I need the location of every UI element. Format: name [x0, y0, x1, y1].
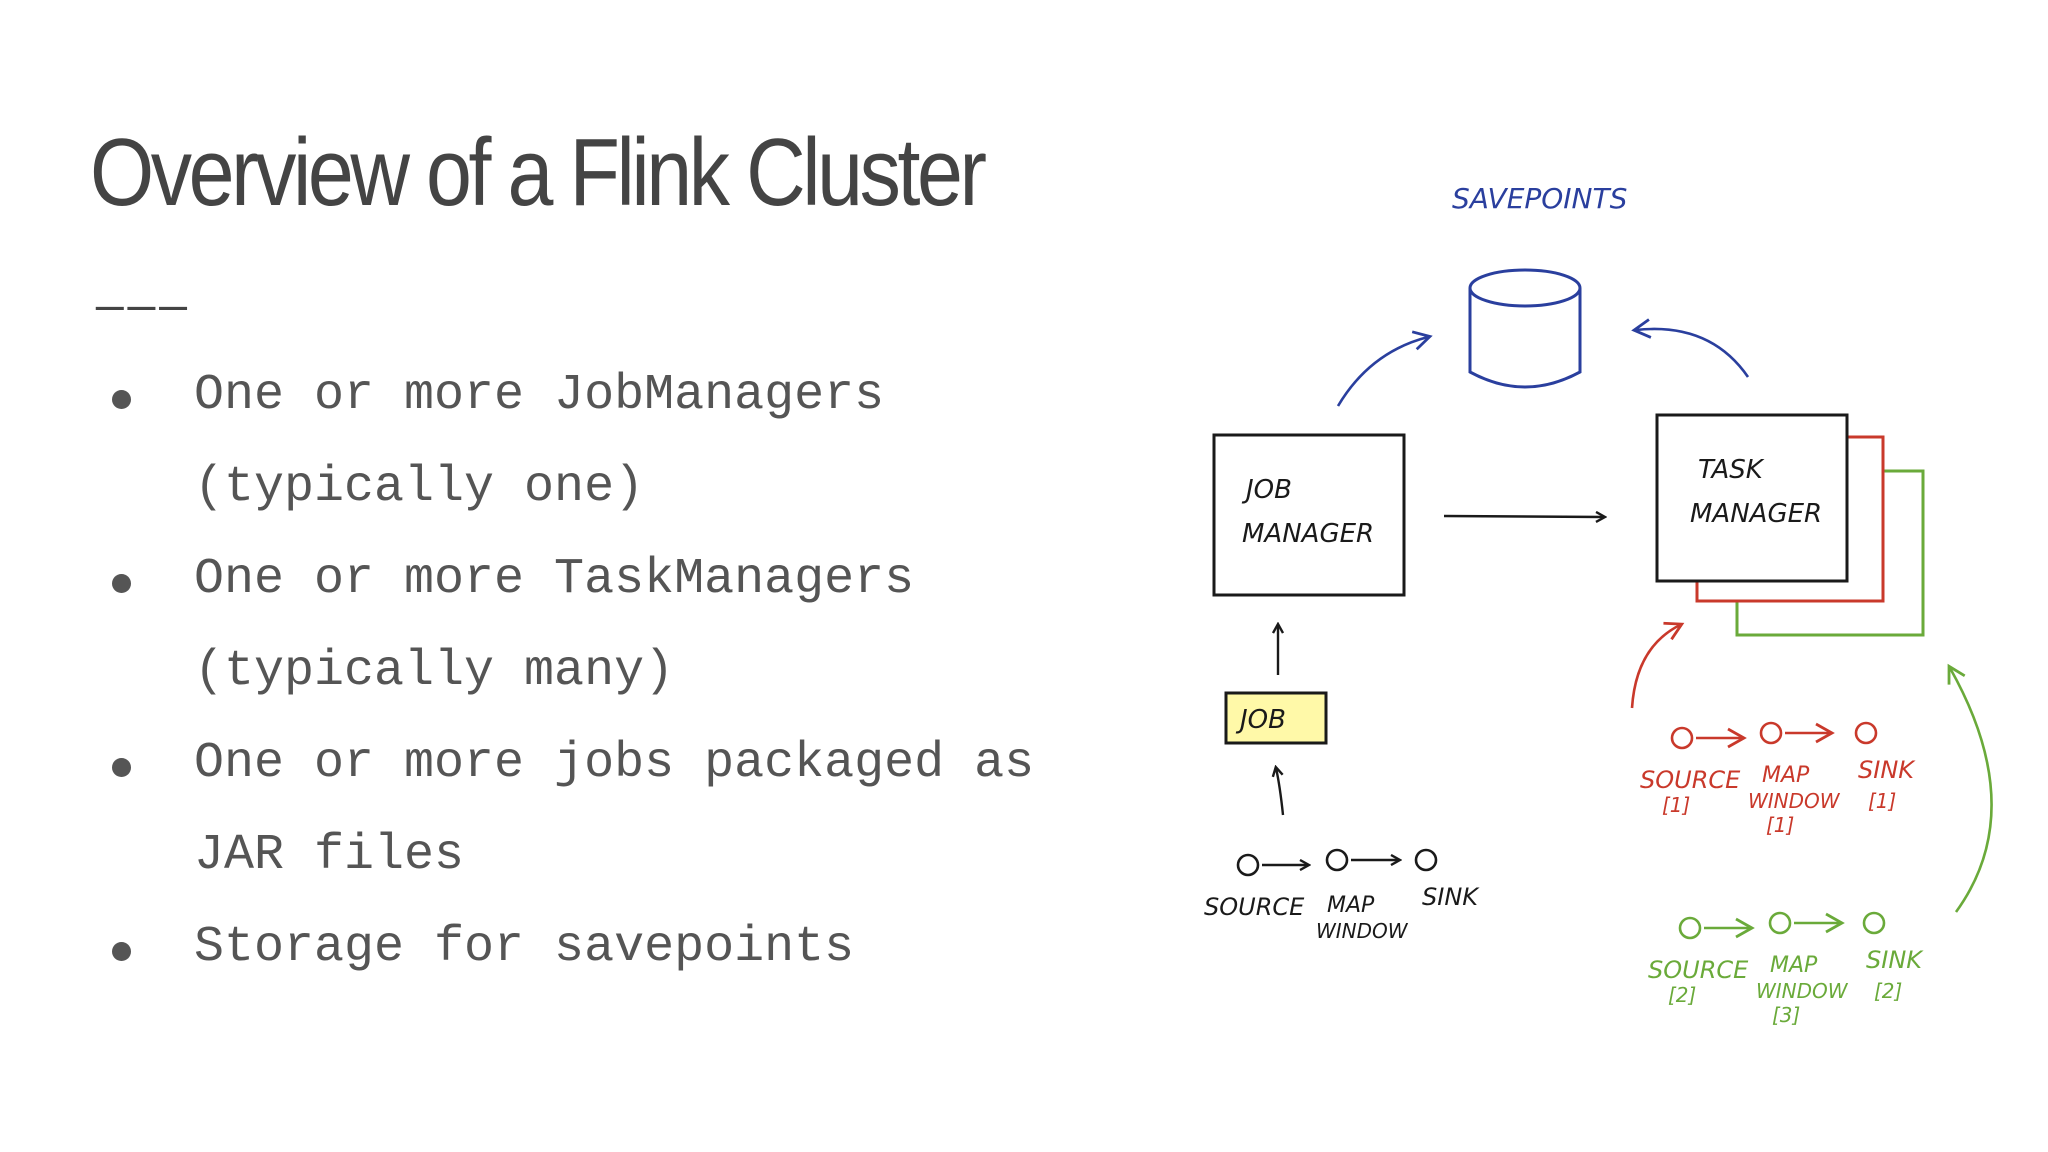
bullet-text: Storage for savepoints [194, 919, 855, 976]
job-pipeline-window-label: WINDOW [1316, 919, 1409, 943]
bullet-text: One or more TaskManagers [194, 551, 915, 608]
bullet-item: One or more jobs packaged as JAR files [108, 718, 1108, 902]
source-2-node [1678, 916, 1702, 940]
pipeline2-source-index: [2] [1668, 983, 1696, 1007]
job-pipeline-map-label: MAP [1327, 893, 1375, 918]
bullet-text-continued: JAR files [194, 827, 465, 884]
savepoints-label: SAVEPOINTS [1452, 182, 1627, 215]
pipeline1-sink-label: SINK [1858, 756, 1916, 784]
job-manager-box [1212, 433, 1406, 597]
job-pipeline-sink-label: SINK [1422, 883, 1480, 911]
pipeline1-to-taskmanager-arrow [1630, 621, 1685, 709]
pipeline-to-job-arrow [1276, 768, 1285, 816]
job-manager-label-line2: MANAGER [1242, 519, 1374, 549]
job-pipeline-source-label: SOURCE [1204, 893, 1305, 921]
bullet-dot-icon [112, 758, 131, 777]
bullet-item: One or more TaskManagers (typically many… [108, 534, 1108, 718]
sink-1-node [1854, 721, 1878, 745]
pipeline1-map-index: [1] [1766, 813, 1794, 837]
job-box [1224, 691, 1328, 745]
jobmanager-to-savepoints-arrow [1336, 330, 1433, 407]
pipeline1-source-index: [1] [1662, 793, 1690, 817]
task-manager-label-line2: MANAGER [1690, 499, 1822, 529]
bullet-list: One or more JobManagers (typically one) … [108, 350, 1108, 994]
jobmanager-to-taskmanager-arrow [1443, 516, 1604, 517]
sink-2-node [1862, 911, 1886, 935]
title-underline: ——— [96, 282, 191, 334]
pipeline1-map-label: MAP [1762, 763, 1810, 788]
job-pipeline [1236, 848, 1438, 877]
bullet-text-continued: (typically one) [194, 459, 645, 516]
pipeline1-window-label: WINDOW [1748, 789, 1841, 813]
bullet-dot-icon [112, 390, 131, 409]
slide-title: Overview of a Flink Cluster [90, 119, 987, 226]
taskmanager-to-savepoints-arrow [1631, 318, 1750, 378]
pipeline2-map-index: [3] [1772, 1003, 1800, 1027]
source-node [1236, 853, 1260, 877]
pipeline1-sink-index: [1] [1868, 789, 1896, 813]
bullet-text-continued: (typically many) [194, 643, 675, 700]
task-pipeline-2 [1678, 911, 1886, 940]
pipeline2-source-label: SOURCE [1648, 956, 1749, 984]
bullet-text: One or more jobs packaged as [194, 735, 1035, 792]
bullet-item: Storage for savepoints [108, 902, 1108, 994]
job-manager-label-line1: JOB [1241, 475, 1292, 505]
map-node [1325, 848, 1349, 872]
bullet-dot-icon [112, 942, 131, 961]
task-manager-label-line1: TASK [1698, 455, 1765, 485]
map-1-node [1759, 721, 1783, 745]
job-box-label: JOB [1235, 705, 1286, 735]
pipeline2-window-label: WINDOW [1756, 979, 1849, 1003]
pipeline2-map-label: MAP [1770, 953, 1818, 978]
map-2-node [1768, 911, 1792, 935]
bullet-dot-icon [112, 574, 131, 593]
cluster-diagram: SAVEPOINTS JOB MANAGER TASK MANAGER JOB [1180, 160, 2020, 1060]
pipeline2-sink-index: [2] [1874, 979, 1902, 1003]
task-pipeline-1 [1670, 721, 1878, 750]
source-1-node [1670, 726, 1694, 750]
task-manager-box [1655, 413, 1849, 583]
cluster-diagram-svg: SAVEPOINTS JOB MANAGER TASK MANAGER JOB [1204, 182, 1993, 1027]
pipeline2-to-taskmanager-arrow [1947, 663, 1993, 913]
sink-node [1414, 848, 1438, 872]
bullet-text: One or more JobManagers [194, 367, 885, 424]
pipeline1-source-label: SOURCE [1640, 766, 1741, 794]
savepoints-database-icon [1468, 268, 1582, 389]
pipeline2-sink-label: SINK [1866, 946, 1924, 974]
bullet-item: One or more JobManagers (typically one) [108, 350, 1108, 534]
